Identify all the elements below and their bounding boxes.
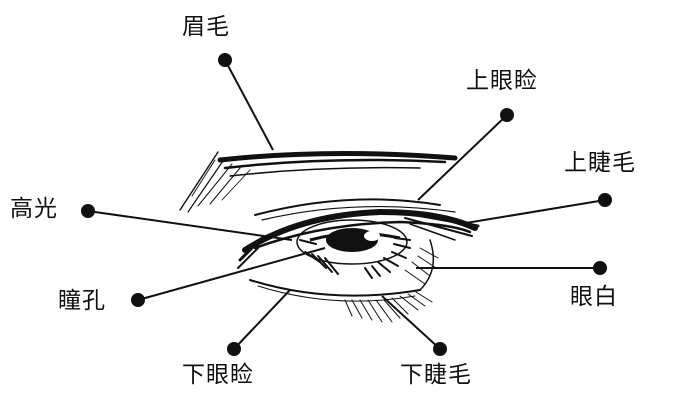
label-lower-eyelashes: 下睫毛 [400,362,472,388]
label-upper-eyelashes: 上睫毛 [564,150,636,176]
upper-eyelid-drawing [254,198,456,221]
eyebrow-drawing [179,150,458,213]
label-upper-eyelid: 上眼睑 [466,68,538,94]
iris-drawing [296,219,411,279]
label-highlight: 高光 [10,196,58,222]
lower-lash-drawing [344,291,433,323]
label-pupil: 瞳孔 [58,288,106,314]
label-eye-white: 眼白 [570,284,618,310]
leader-lines [81,53,612,356]
label-lower-eyelid: 下眼睑 [182,362,254,388]
upper-lash-drawing [237,208,480,269]
lower-eyelid-drawing [249,279,421,302]
label-eyebrow: 眉毛 [182,14,230,40]
